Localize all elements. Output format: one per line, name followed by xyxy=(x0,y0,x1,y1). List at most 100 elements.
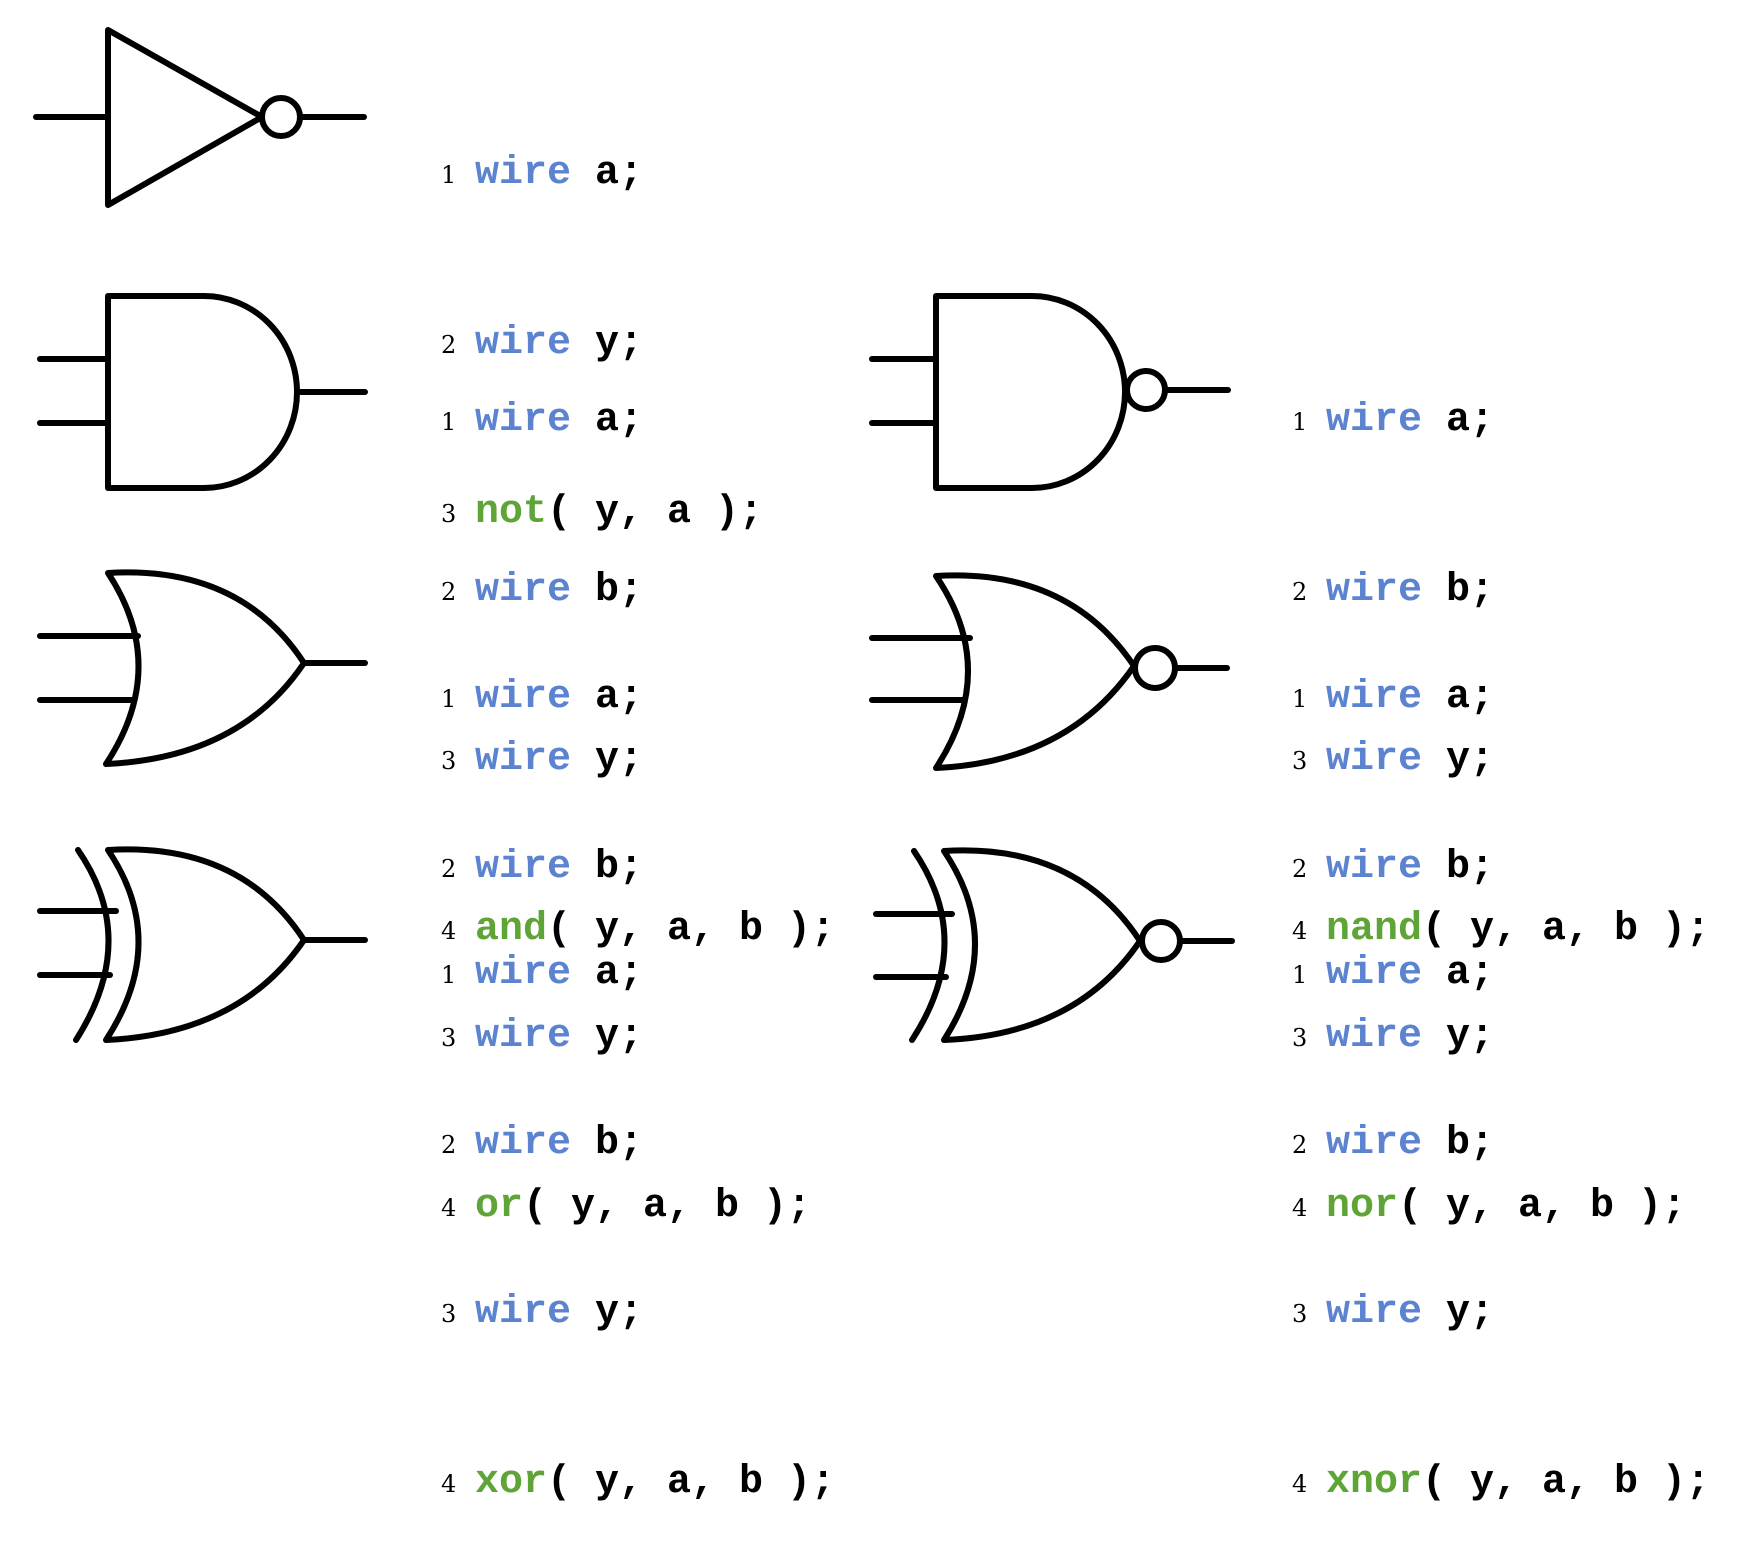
gate-primitive: not xyxy=(475,490,548,535)
code-text: y; xyxy=(571,1290,644,1335)
keyword: wire xyxy=(1326,951,1423,996)
line-number: 2 xyxy=(1292,854,1308,883)
code-line: 3 wire y; xyxy=(441,1285,835,1342)
nor-gate-icon xyxy=(869,572,1230,771)
code-line: 2 wire b; xyxy=(441,840,811,897)
code-text: b; xyxy=(571,844,644,890)
code-line: 2 wire b; xyxy=(1292,840,1686,897)
code-line: 1 wire a; xyxy=(1292,946,1710,1003)
keyword: wire xyxy=(475,675,572,720)
line-number: 3 xyxy=(1292,747,1308,775)
line-number: 1 xyxy=(441,961,457,989)
code-text: y; xyxy=(571,320,644,366)
code-line: 2 wire b; xyxy=(1292,1116,1710,1173)
code-line: 4 nand( y, a, b ); xyxy=(1292,902,1710,959)
gate-primitive: nand xyxy=(1326,906,1423,952)
code-line: 1 wire a; xyxy=(441,670,811,727)
code-text: y; xyxy=(1422,1014,1495,1059)
gate-primitive: xor xyxy=(475,1459,548,1505)
code-text: y; xyxy=(571,737,644,782)
line-number: 2 xyxy=(1292,577,1308,606)
line-number: 1 xyxy=(441,408,457,436)
code-block-nand: 1 wire a; 2 wire b; 3 wire y; 4 nand( y, a, … xyxy=(1292,280,1710,1015)
keyword: wire xyxy=(1326,737,1423,782)
gate-primitive: xnor xyxy=(1326,1459,1423,1505)
keyword: wire xyxy=(1326,844,1423,890)
line-number: 2 xyxy=(441,1130,457,1159)
code-text: a; xyxy=(1422,951,1495,996)
and-gate-icon xyxy=(37,293,368,491)
code-line: 4 xnor( y, a, b ); xyxy=(1292,1455,1710,1512)
line-number: 4 xyxy=(1292,916,1308,945)
line-number: 2 xyxy=(441,330,457,359)
code-text: y; xyxy=(1422,1290,1495,1335)
line-number: 1 xyxy=(1292,685,1308,713)
code-text: a; xyxy=(571,151,644,196)
keyword: wire xyxy=(1326,567,1423,613)
line-number: 1 xyxy=(441,685,457,713)
xnor-gate-icon xyxy=(873,847,1235,1043)
code-text: ( y, a, b ); xyxy=(547,906,836,952)
code-line: 4 and( y, a, b ); xyxy=(441,902,835,959)
gate-symbols xyxy=(33,27,1235,1043)
line-number: 2 xyxy=(1292,1130,1308,1159)
line-number: 1 xyxy=(441,161,457,189)
code-line: 3 wire y; xyxy=(1292,732,1710,789)
line-number: 4 xyxy=(1292,1469,1308,1498)
line-number: 2 xyxy=(441,577,457,606)
code-line: 1 wire a; xyxy=(441,146,763,203)
code-text: a; xyxy=(571,951,644,996)
keyword: wire xyxy=(1326,1120,1423,1166)
code-text: ( y, a ); xyxy=(547,490,764,535)
or-gate-icon xyxy=(37,569,368,767)
code-text: a; xyxy=(571,675,644,720)
code-text: ( y, a, b ); xyxy=(547,1459,836,1505)
code-text: b; xyxy=(571,567,644,613)
keyword: wire xyxy=(475,567,572,613)
line-number: 2 xyxy=(441,854,457,883)
keyword: wire xyxy=(475,844,572,890)
not-gate-icon xyxy=(33,27,367,208)
keyword: wire xyxy=(475,320,572,366)
code-text: y; xyxy=(571,1014,644,1059)
keyword: wire xyxy=(1326,1290,1423,1335)
code-line: 2 wire y; xyxy=(441,316,763,373)
code-line: 2 wire b; xyxy=(441,563,835,620)
keyword: wire xyxy=(475,151,572,196)
code-text: b; xyxy=(571,1120,644,1166)
code-text: a; xyxy=(1422,675,1495,720)
code-line: 4 xor( y, a, b ); xyxy=(441,1455,835,1512)
code-line: 2 wire b; xyxy=(1292,563,1710,620)
keyword: wire xyxy=(1326,1014,1423,1059)
keyword: wire xyxy=(475,1014,572,1059)
xor-gate-icon xyxy=(37,846,368,1043)
keyword: wire xyxy=(475,1290,572,1335)
line-number: 4 xyxy=(441,1469,457,1498)
code-text: ( y, a, b ); xyxy=(1422,1459,1711,1505)
code-text: b; xyxy=(1422,567,1495,613)
line-number: 3 xyxy=(441,747,457,775)
gate-primitive: and xyxy=(475,906,548,952)
line-number: 4 xyxy=(441,916,457,945)
line-number: 1 xyxy=(1292,961,1308,989)
code-text: y; xyxy=(1422,737,1495,782)
keyword: wire xyxy=(1326,398,1423,443)
code-text: b; xyxy=(1422,844,1495,890)
line-number: 3 xyxy=(441,1300,457,1328)
keyword: wire xyxy=(475,1120,572,1166)
code-text: b; xyxy=(1422,1120,1495,1166)
code-text: ( y, a, b ); xyxy=(1422,906,1711,952)
code-line: 2 wire b; xyxy=(441,1116,835,1173)
